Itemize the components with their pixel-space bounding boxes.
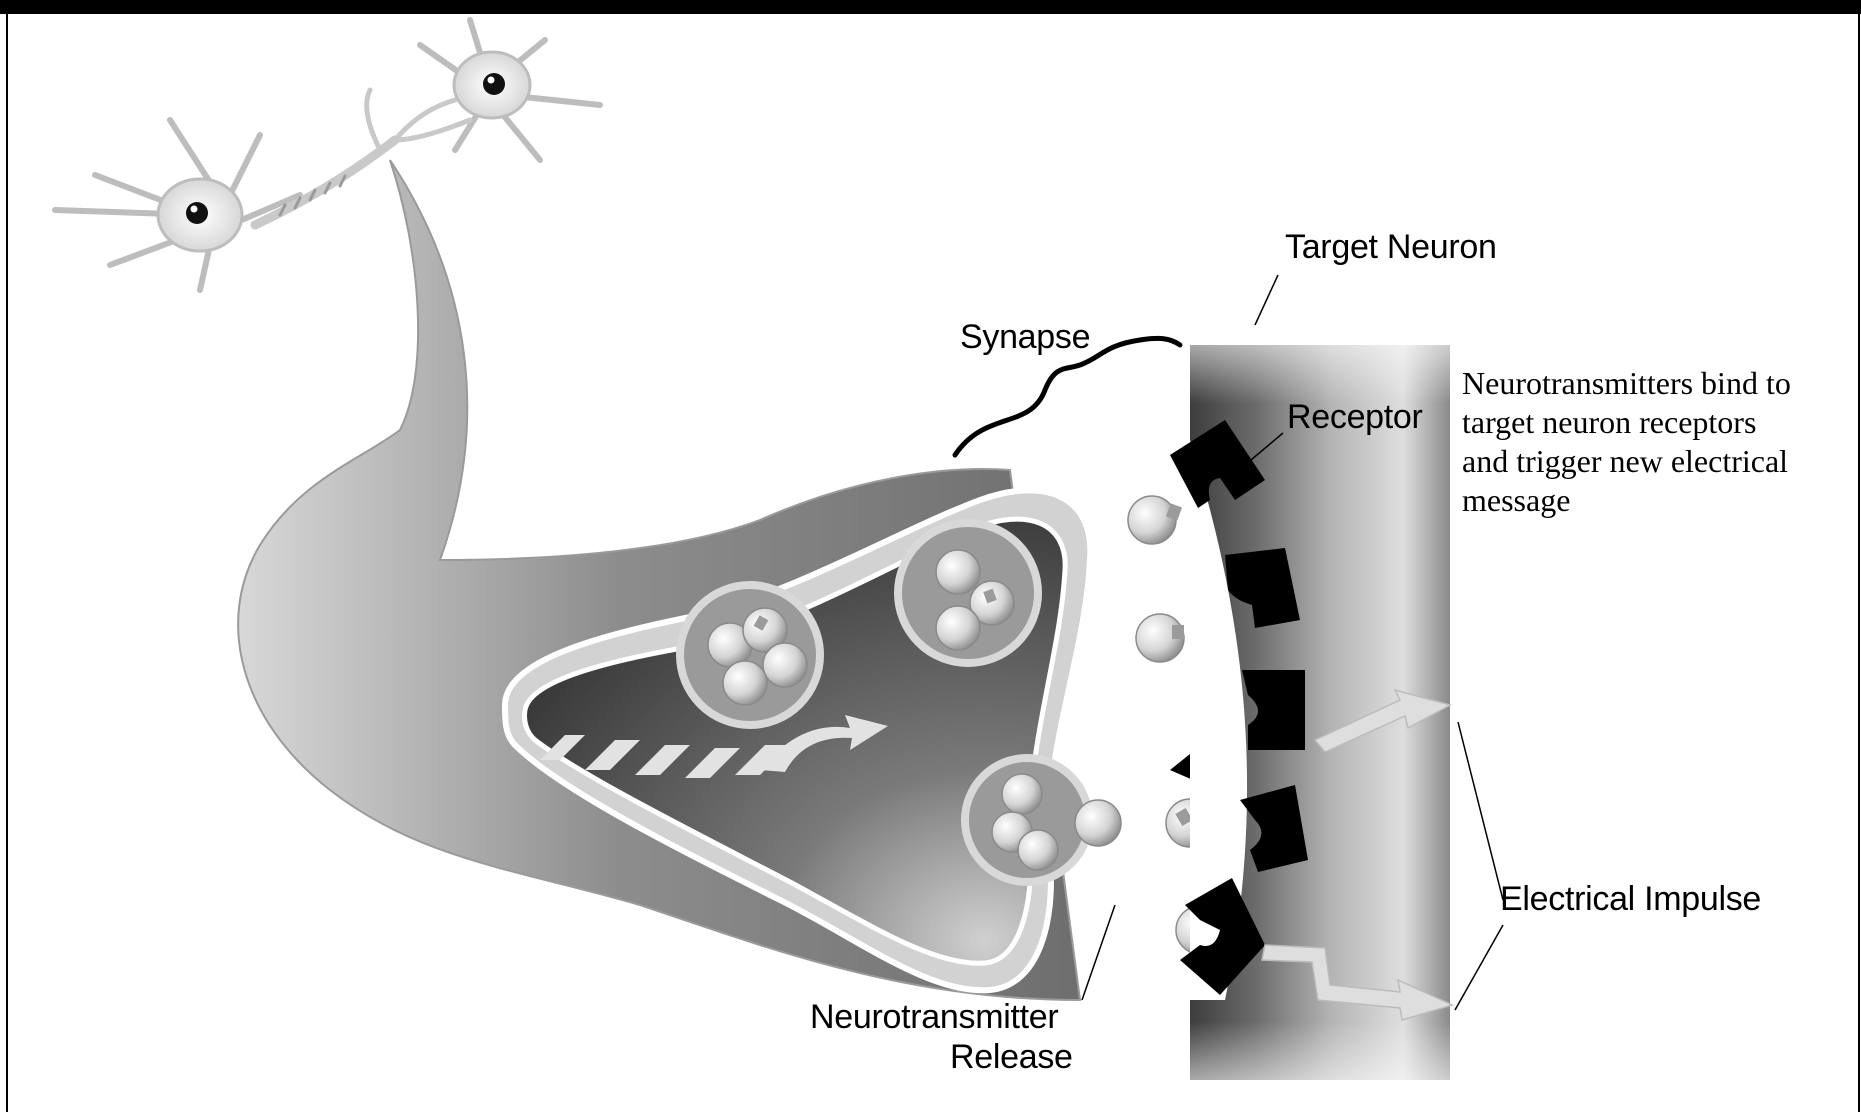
synapse-label: Synapse [960, 318, 1090, 357]
neurotransmitter-release-label-line2: Release [950, 1038, 1073, 1077]
electrical-impulse-label: Electrical Impulse [1500, 880, 1761, 919]
receptor-label: Receptor [1287, 398, 1423, 437]
binding-note-line: target neuron receptors [1462, 403, 1791, 442]
binding-note-line: message [1462, 481, 1791, 520]
binding-note-line: Neurotransmitters bind to [1462, 364, 1791, 403]
target-neuron-label: Target Neuron [1285, 228, 1497, 267]
neurotransmitter-release-label-line1: Neurotransmitter [810, 998, 1058, 1037]
binding-note-line: and trigger new electrical [1462, 442, 1791, 481]
binding-note: Neurotransmitters bind to target neuron … [1462, 364, 1791, 520]
